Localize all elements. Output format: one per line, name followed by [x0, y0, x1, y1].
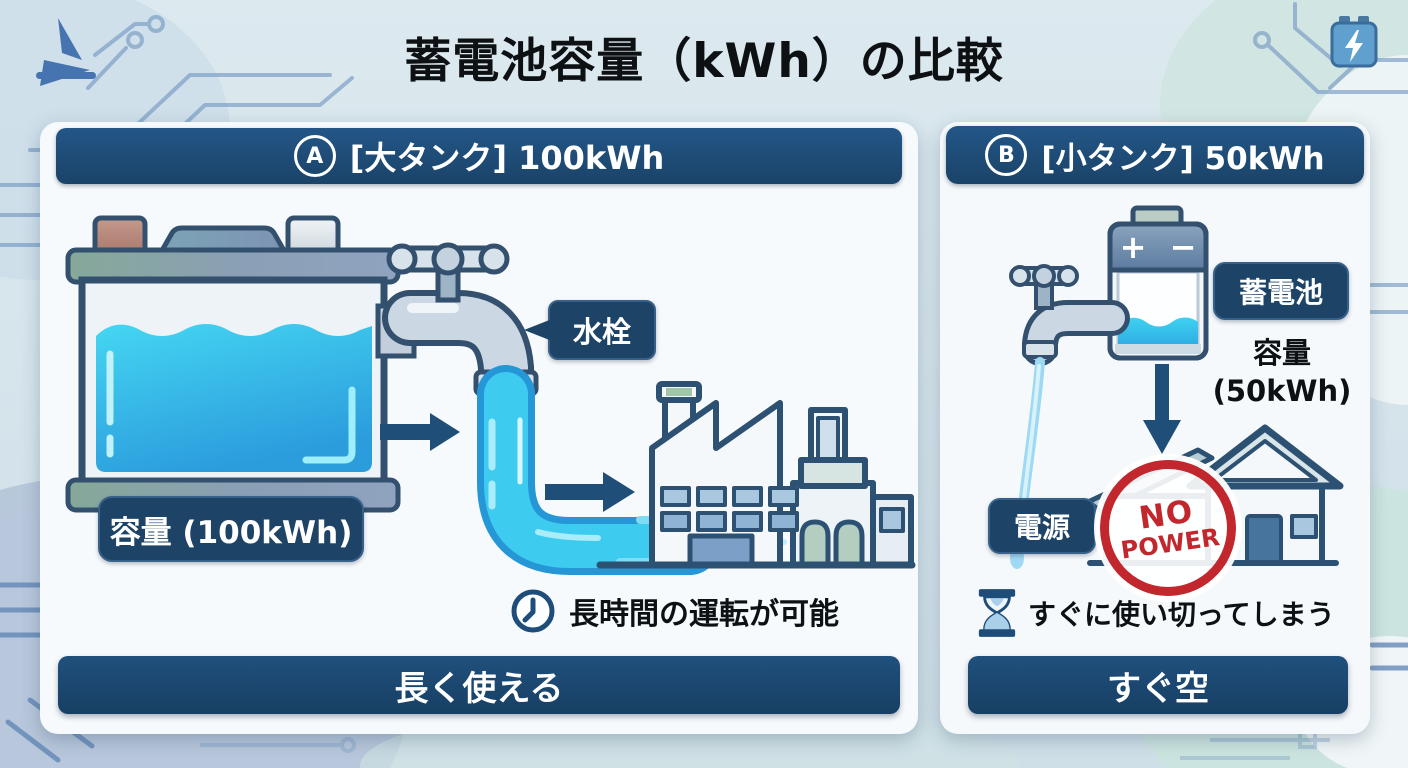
panel-a-badge: A: [293, 135, 336, 177]
capacity-text-small-line1: 容量: [1252, 336, 1311, 370]
tap-label-text: 水栓: [572, 315, 631, 349]
circuit-logo-icon: [36, 18, 96, 86]
small-battery-icon: + −: [1107, 205, 1209, 361]
large-tank-illustration: [65, 215, 916, 575]
battery-bolt-icon: [1330, 16, 1378, 68]
battery-plus-terminal: +: [1120, 228, 1147, 266]
benefit-text: 長時間の運転が可能: [569, 597, 839, 632]
tap-label: 水栓: [524, 300, 656, 360]
page-title: 蓄電池容量（kWh）の比較: [404, 34, 1004, 89]
hourglass-icon: [978, 589, 1016, 637]
panel-large-tank: A [大タンク] 100kWh: [40, 122, 918, 734]
drawback-text: すぐに使い切ってしまう: [1028, 598, 1335, 631]
factory-icon: [596, 381, 916, 569]
no-power-stamp-line2: POWER: [1119, 522, 1222, 565]
capacity-text-small-line2: (50kWh): [1212, 374, 1352, 408]
panel-b-banner: すぐ空: [968, 656, 1348, 714]
small-faucet-icon: [1009, 264, 1130, 366]
benefit-row: 長時間の運転が可能: [510, 584, 839, 638]
panel-b-badge: B: [985, 134, 1028, 176]
small-tank-illustration: + −: [1009, 205, 1344, 569]
battery-minus-terminal: −: [1170, 228, 1197, 266]
storage-battery-label: 蓄電池: [1213, 262, 1349, 320]
panel-a-header-label: [大タンク] 100kWh: [349, 139, 665, 177]
panel-small-tank: B [小タンク] 50kWh + −: [940, 122, 1370, 734]
capacity-text-small: 容量 (50kWh): [1192, 334, 1372, 410]
panel-a-header: A [大タンク] 100kWh: [56, 128, 902, 184]
panel-b-header-label: [小タンク] 50kWh: [1041, 140, 1325, 177]
drawback-row: すぐに使い切ってしまう: [976, 586, 1335, 640]
clock-icon: [511, 589, 555, 633]
circuit-pattern-bottom: [200, 730, 1330, 760]
panel-a-banner: 長く使える: [58, 656, 900, 714]
water-tank: [65, 215, 401, 513]
power-source-label: 電源: [988, 498, 1096, 554]
down-arrow: [1143, 364, 1181, 454]
capacity-label-large: 容量 (100kWh): [98, 496, 364, 562]
flow-arrows: [380, 413, 635, 512]
panel-b-header: B [小タンク] 50kWh: [946, 126, 1364, 184]
